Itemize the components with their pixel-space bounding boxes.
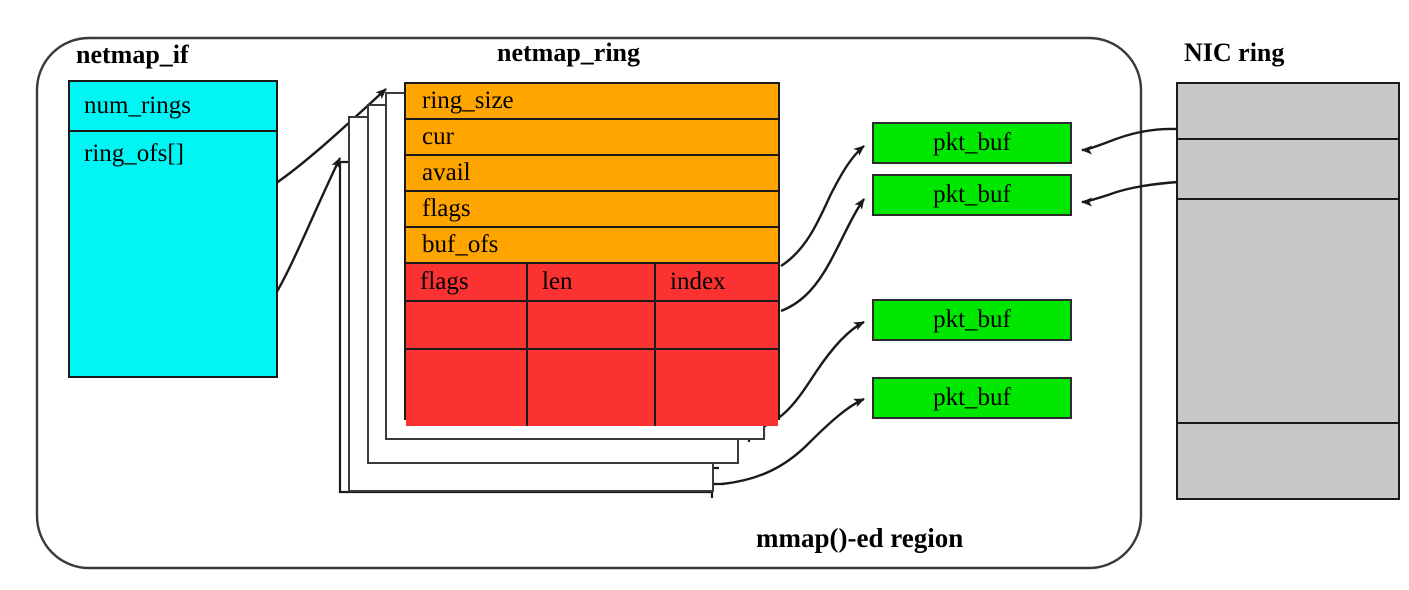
connector-slot-to-pktbuf-0 [780,145,865,268]
slot-column-header-flags: flags [406,264,528,300]
netmap-if-field-label: num_rings [84,92,191,119]
nic-ring-cell [1178,424,1398,498]
pkt-buf-box: pkt_buf [872,122,1072,164]
slot-cell [406,302,528,348]
netmap-ring-struct: ring_size cur avail flags buf_ofs flags … [404,82,780,426]
netmap-ring-field-label: ring_size [422,87,514,114]
netmap-ring-field-cur: cur [406,120,778,156]
pkt-buf-box: pkt_buf [872,377,1072,419]
netmap-if-field-ring-ofs: ring_ofs[] [70,132,276,376]
netmap-ring-slot-header-row: flags len index [406,264,778,302]
netmap-if-title: netmap_if [76,40,189,69]
nic-ring-cell [1178,84,1398,140]
netmap-ring-field-ring-size: ring_size [406,84,778,120]
netmap-ring-field-label: avail [422,159,471,186]
slot-cell [528,302,656,348]
connector-nicring-to-pktbuf-0 [1081,127,1179,155]
nic-ring-struct [1176,82,1400,500]
connector-slot-to-pktbuf-1 [780,198,865,313]
pkt-buf-label: pkt_buf [933,181,1011,208]
pkt-buf-box: pkt_buf [872,299,1072,341]
slot-column-header-len: len [528,264,656,300]
netmap-if-field-label: ring_ofs[] [84,140,184,167]
slot-cell [406,350,528,426]
pkt-buf-box: pkt_buf [872,174,1072,216]
netmap-if-struct: num_rings ring_ofs[] [68,80,278,378]
netmap-ring-field-flags: flags [406,192,778,228]
slot-cell [656,302,778,348]
netmap-ring-field-buf-ofs: buf_ofs [406,228,778,264]
pkt-buf-label: pkt_buf [933,306,1011,333]
slot-column-header-index: index [670,268,726,295]
netmap-if-field-num-rings: num_rings [70,82,276,132]
netmap-ring-slot-row [406,350,778,426]
netmap-ring-slot-row [406,302,778,350]
slot-cell [656,350,778,426]
netmap-ring-field-label: buf_ofs [422,231,499,258]
nic-ring-title: NIC ring [1184,38,1285,67]
netmap-ring-title: netmap_ring [497,38,640,67]
slot-cell [528,350,656,426]
connector-nicring-to-pktbuf-1 [1081,180,1179,207]
pkt-buf-label: pkt_buf [933,384,1011,411]
pkt-buf-label: pkt_buf [933,129,1011,156]
nic-ring-cell [1178,200,1398,424]
netmap-ring-field-label: flags [422,195,471,222]
mmap-region-label: mmap()-ed region [756,523,964,553]
nic-ring-cell [1178,140,1398,200]
netmap-ring-field-avail: avail [406,156,778,192]
netmap-ring-field-label: cur [422,123,454,150]
